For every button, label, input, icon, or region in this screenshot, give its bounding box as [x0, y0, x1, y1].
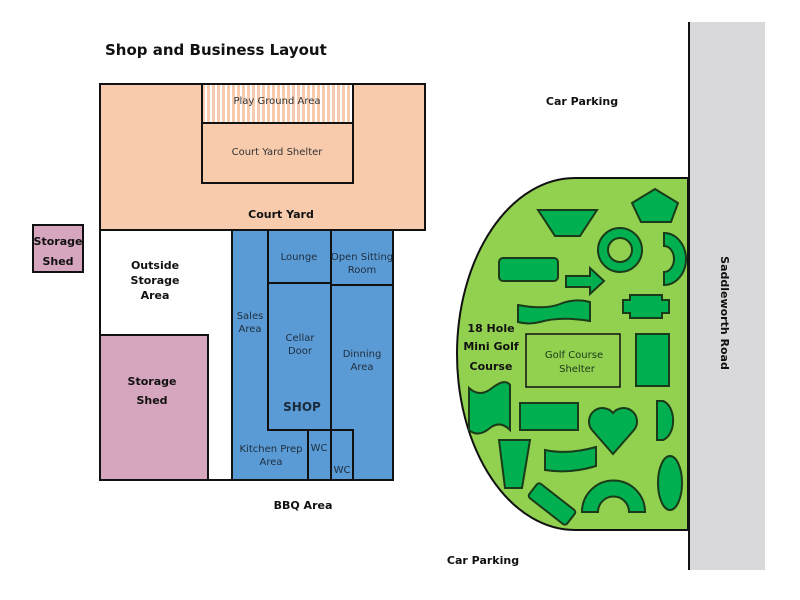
golf-shelter-label: Shelter — [559, 364, 596, 375]
golf-course-label: Mini Golf — [463, 340, 519, 353]
golf-holes — [468, 187, 687, 526]
saddleworth-road — [690, 22, 765, 570]
play-ground-label: Play Ground Area — [233, 96, 320, 107]
wc-label: WC — [311, 443, 328, 454]
cellar-label: Door — [288, 346, 313, 357]
golf-course-shelter — [525, 333, 621, 388]
court-yard-shelter-label: Court Yard Shelter — [232, 147, 324, 158]
golf-hole — [596, 227, 644, 273]
open-sitting-label: Room — [348, 265, 376, 276]
golf-course-label: Course — [470, 360, 513, 373]
golf-hole — [527, 482, 577, 526]
storage-shed-large-label: Storage — [128, 375, 177, 388]
lounge-label: Lounge — [281, 252, 318, 263]
shop-labels: Lounge Open Sitting Room Sales Area Cell… — [237, 252, 393, 476]
golf-course-label: 18 Hole — [467, 322, 514, 335]
car-parking-label: Car Parking — [546, 95, 618, 108]
diagram-title: Shop and Business Layout — [105, 41, 327, 59]
golf-hole — [622, 294, 670, 319]
golf-shelter-label: Golf Course — [545, 350, 603, 361]
golf-hole — [663, 231, 687, 287]
car-parking-label: Car Parking — [447, 554, 519, 567]
court-yard: Play Ground Area Court Yard Shelter Cour… — [99, 83, 426, 231]
golf-hole — [656, 400, 675, 441]
storage-shed-large-label: Shed — [136, 394, 167, 407]
open-sitting-label: Open Sitting — [331, 252, 393, 263]
golf-hole — [468, 381, 511, 435]
storage-shed-small-label: Shed — [42, 255, 73, 268]
wc-1 — [307, 429, 332, 481]
bbq-area-label: BBQ Area — [274, 499, 333, 512]
outside-storage-label: Outside — [131, 259, 179, 272]
golf-hole — [587, 406, 639, 456]
sales-label: Sales — [237, 311, 264, 322]
storage-shed-small — [32, 224, 84, 273]
kitchen-label: Area — [259, 457, 282, 468]
golf-hole — [544, 445, 597, 473]
outside-storage-label: Area — [141, 289, 170, 302]
outside-storage-label: Storage — [131, 274, 180, 287]
wc-2 — [330, 429, 354, 481]
golf-hole — [565, 265, 606, 297]
golf-hole — [580, 479, 647, 513]
road-label: Saddleworth Road — [718, 256, 731, 370]
dining-label: Area — [350, 362, 373, 373]
court-yard-shelter — [201, 122, 354, 184]
storage-shed-small-label: Storage — [34, 235, 83, 248]
shop — [231, 229, 394, 481]
cellar-label: Cellar — [286, 333, 316, 344]
golf-hole — [498, 257, 559, 282]
court-yard-label: Court Yard — [248, 208, 314, 221]
kitchen-label: Kitchen Prep — [239, 444, 302, 455]
cellar-door — [267, 282, 332, 431]
golf-hole — [635, 333, 670, 387]
storage-shed-large — [99, 334, 209, 481]
sales-label: Area — [238, 324, 261, 335]
golf-hole — [519, 402, 579, 431]
golf-hole — [536, 209, 599, 237]
wc-label: WC — [334, 465, 351, 476]
golf-hole — [497, 439, 532, 489]
play-ground-area — [201, 83, 354, 124]
golf-hole — [630, 187, 680, 223]
golf-hole — [517, 299, 591, 325]
shop-label: SHOP — [283, 400, 321, 414]
golf-hole — [657, 455, 683, 511]
dining-label: Dinning — [343, 349, 382, 360]
open-sitting-room — [330, 229, 394, 286]
